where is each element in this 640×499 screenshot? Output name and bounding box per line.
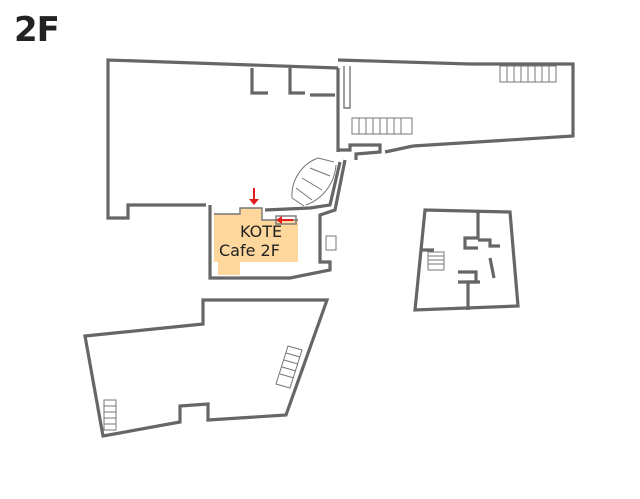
entrance-arrow-icon xyxy=(249,188,259,205)
building-main-north xyxy=(106,58,340,220)
cafe-name-line1: KOTE xyxy=(240,222,282,241)
floor-label: 2F xyxy=(14,10,60,50)
kote-cafe-2f-area xyxy=(214,207,298,275)
cafe-name-line2: Cafe 2F xyxy=(219,241,280,260)
central-corridor xyxy=(208,157,347,280)
building-annex-east xyxy=(413,208,520,312)
building-south xyxy=(83,298,330,438)
stair-arrow-icon xyxy=(276,216,293,224)
building-east-wing xyxy=(337,58,575,160)
